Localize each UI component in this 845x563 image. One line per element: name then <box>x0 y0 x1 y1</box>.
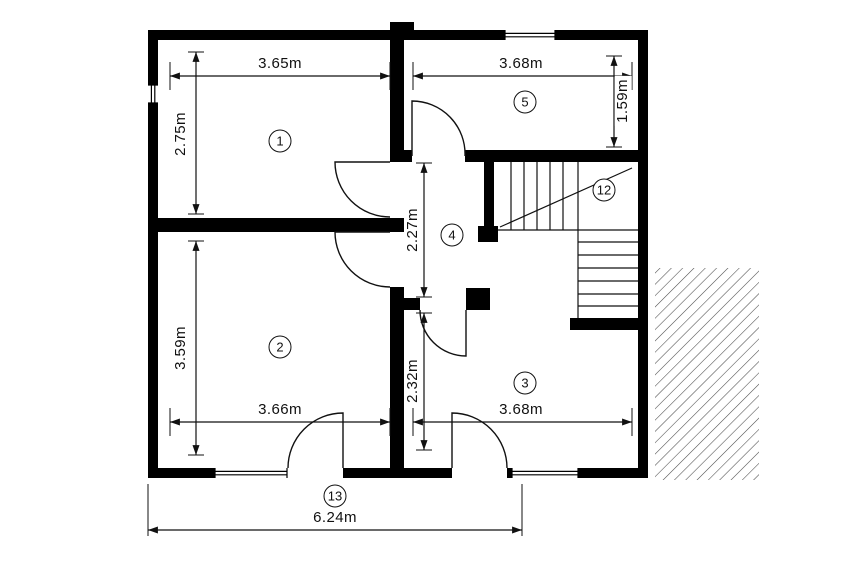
door-room1 <box>334 161 391 218</box>
dim-overall-width: 6.24m <box>310 509 360 527</box>
staircase <box>498 162 638 318</box>
room-label-13: 13 <box>323 484 347 508</box>
dim-hall-height: 2.27m <box>404 205 422 255</box>
room-label-4: 4 <box>440 223 464 247</box>
walls <box>148 22 648 478</box>
dim-room1-width: 3.65m <box>255 55 305 73</box>
door-hall-room5 <box>411 100 466 157</box>
room-label-3: 3 <box>513 371 537 395</box>
door-hall-room3 <box>419 309 467 357</box>
windows <box>148 30 579 478</box>
dim-room3-width: 3.68m <box>496 401 546 419</box>
dim-room2-height: 3.59m <box>172 323 190 373</box>
hatched-area <box>655 268 759 480</box>
door-room2 <box>334 231 391 288</box>
dim-room5-width: 3.68m <box>496 55 546 73</box>
dimension-lines <box>147 51 633 536</box>
room-label-12: 12 <box>592 178 616 202</box>
room-label-2: 2 <box>268 335 292 359</box>
dim-room5-height: 1.59m <box>614 76 632 126</box>
room-label-5: 5 <box>513 90 537 114</box>
door-room3-exterior <box>451 412 508 469</box>
doors <box>287 100 508 469</box>
room-label-1: 1 <box>268 129 292 153</box>
stair-direction-line <box>499 167 633 228</box>
door-room2-exterior <box>287 412 344 469</box>
dim-room2-width: 3.66m <box>255 401 305 419</box>
dim-room1-height: 2.75m <box>172 109 190 159</box>
dim-room3-height: 2.32m <box>404 356 422 406</box>
